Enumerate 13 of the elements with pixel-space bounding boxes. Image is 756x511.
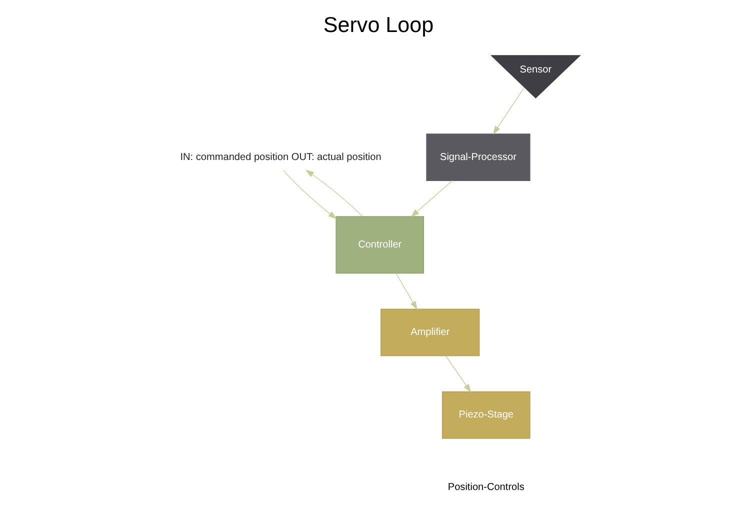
node-box: Piezo-Stage xyxy=(441,390,530,438)
label: Position-Controls xyxy=(447,481,524,492)
diagram-title: Servo Loop xyxy=(322,12,434,36)
node-box: Controller xyxy=(335,216,424,274)
arrow xyxy=(395,272,417,310)
node-box: Amplifier xyxy=(380,308,480,356)
arrow xyxy=(445,355,471,392)
arrow xyxy=(282,169,336,219)
arrow xyxy=(410,180,452,217)
node-text: IN: commanded position OUT: actual position xyxy=(180,151,381,162)
arrow xyxy=(304,169,362,216)
node-box: Signal-Processor xyxy=(426,133,530,180)
arrow xyxy=(492,86,524,134)
